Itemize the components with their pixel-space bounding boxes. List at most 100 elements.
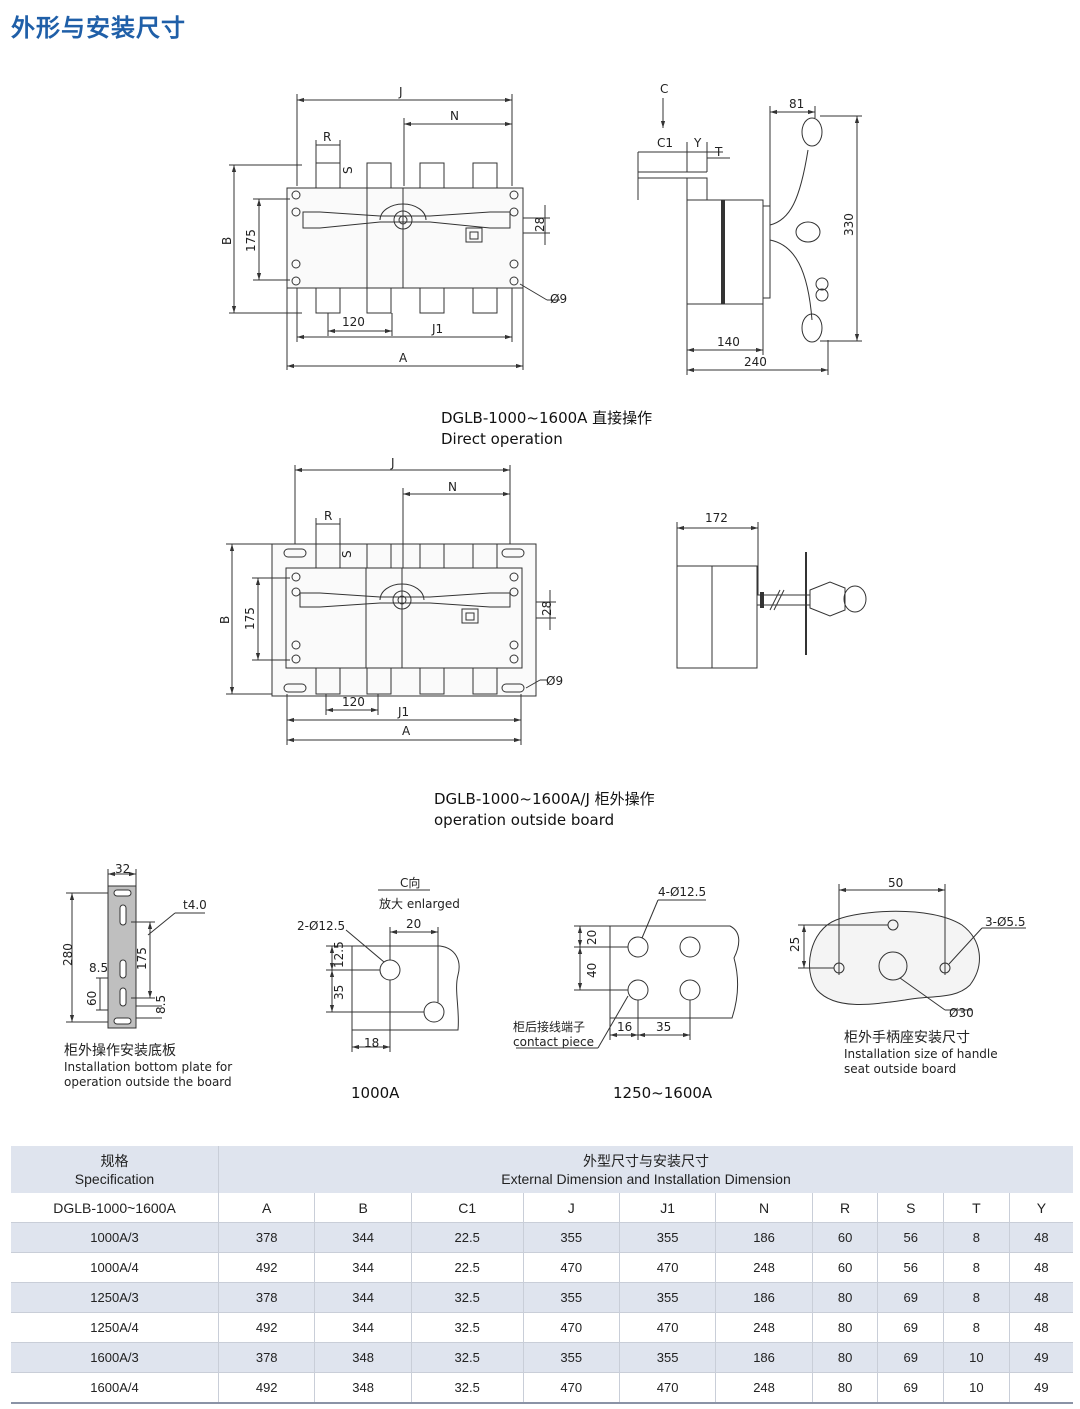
table-cell: 48	[1009, 1252, 1073, 1283]
column-header: A	[218, 1193, 316, 1223]
column-header: R	[812, 1193, 879, 1223]
dim-81: 81	[789, 97, 804, 111]
caption-handle-en1: Installation size of handle	[844, 1047, 998, 1061]
table-cell: 49	[1009, 1342, 1073, 1373]
dim-j1: J1	[431, 322, 443, 336]
dim-y: Y	[693, 136, 702, 150]
table-cell: 186	[715, 1222, 813, 1253]
dim-b: B	[220, 237, 234, 245]
table-cell: 355	[523, 1342, 620, 1373]
handle-seat	[798, 884, 1026, 1011]
row-spec: 1250A/4	[11, 1312, 219, 1343]
header-dim-cn: 外型尺寸与安装尺寸	[583, 1152, 709, 1169]
column-header: N	[715, 1193, 813, 1223]
table-cell: 355	[523, 1282, 620, 1313]
dim-s-2: S	[340, 550, 354, 558]
column-header: T	[943, 1193, 1010, 1223]
caption-handle-en2: seat outside board	[844, 1062, 957, 1076]
table-cell: 344	[314, 1252, 412, 1283]
dim-40: 40	[585, 963, 599, 978]
table-cell: 48	[1009, 1222, 1073, 1253]
table-cell: 49	[1009, 1372, 1073, 1404]
table-cell: 8	[943, 1252, 1010, 1283]
table-cell: 69	[877, 1282, 945, 1313]
table-cell: 60	[812, 1222, 879, 1253]
dim-t: T	[714, 145, 723, 159]
dim-330: 330	[842, 213, 856, 236]
dim-j: J	[398, 85, 403, 99]
table-cell: 80	[812, 1342, 879, 1373]
table-cell: 492	[218, 1252, 316, 1283]
contact-piece-cn: 柜后接线端子	[513, 1019, 585, 1034]
table-cell: 69	[877, 1342, 945, 1373]
table-cell: 248	[715, 1372, 813, 1404]
dim-25: 25	[788, 937, 802, 952]
dim-175-2: 175	[243, 607, 257, 630]
side-view-direct	[637, 98, 862, 375]
column-header: J	[523, 1193, 620, 1223]
dim-16: 16	[617, 1020, 632, 1034]
header-spec-cn: 规格	[100, 1152, 129, 1169]
dim-holes-3: 3-Ø5.5	[985, 915, 1026, 929]
table-cell: 470	[619, 1252, 717, 1283]
column-header: B	[314, 1193, 412, 1223]
caption-handle-cn: 柜外手柄座安装尺寸	[844, 1030, 970, 1046]
table-cell: 355	[523, 1222, 620, 1253]
dim-35-c: 35	[332, 985, 346, 1000]
dim-60: 60	[85, 991, 99, 1006]
table-cell: 470	[619, 1312, 717, 1343]
caption-outside-model: DGLB-1000~1600A/J 柜外操作	[434, 790, 655, 808]
table-cell: 470	[619, 1372, 717, 1404]
contact-piece-en: contact piece	[513, 1035, 594, 1049]
table-cell: 355	[619, 1342, 717, 1373]
caption-plate: 柜外操作安装底板 Installation bottom plate for o…	[64, 1043, 232, 1090]
dim-c: C	[660, 82, 668, 96]
row-spec: 1250A/3	[11, 1282, 219, 1313]
table-cell: 378	[218, 1222, 316, 1253]
dim-n: N	[450, 109, 459, 123]
table-cell: 355	[619, 1222, 717, 1253]
dimension-table: 规格 Specification 外型尺寸与安装尺寸 External Dime…	[11, 1146, 1073, 1404]
row-spec: 1600A/4	[11, 1372, 219, 1404]
table-cell: 344	[314, 1282, 412, 1313]
dim-s: S	[341, 166, 355, 174]
front-view-outside	[226, 465, 556, 745]
dim-t4: t4.0	[183, 898, 207, 912]
dim-holes-4: 4-Ø12.5	[658, 885, 706, 899]
table-cell: 344	[314, 1222, 412, 1253]
dim-8-5b: 8.5	[154, 995, 168, 1014]
dim-j1-2: J1	[397, 705, 409, 719]
table-cell: 8	[943, 1282, 1010, 1313]
table-cell: 22.5	[411, 1252, 524, 1283]
caption-1250a: 1250~1600A	[613, 1084, 713, 1102]
table-cell: 48	[1009, 1312, 1073, 1343]
table-cell: 80	[812, 1282, 879, 1313]
dim-172: 172	[705, 511, 728, 525]
dim-12-5: 12.5	[332, 941, 346, 968]
dim-b-2: B	[218, 616, 232, 624]
dim-120-2: 120	[342, 695, 365, 709]
dim-240: 240	[744, 355, 767, 369]
page-title: 外形与安装尺寸	[11, 14, 186, 42]
dim-28: 28	[533, 217, 547, 232]
dim-c1: C1	[657, 136, 673, 150]
table-cell: 355	[619, 1282, 717, 1313]
dim-50: 50	[888, 876, 903, 890]
column-header: S	[877, 1193, 945, 1223]
c-view-1250a	[516, 899, 740, 1049]
table-cell: 32.5	[411, 1312, 524, 1343]
dim-r-2: R	[324, 509, 332, 523]
caption-direct-en: Direct operation	[441, 430, 563, 448]
table-cell: 378	[218, 1342, 316, 1373]
dim-n-2: N	[448, 480, 457, 494]
dim-r: R	[323, 130, 331, 144]
dim-280: 280	[61, 943, 75, 966]
dim-20-c2: 20	[585, 930, 599, 945]
row-spec: 1000A/3	[11, 1222, 219, 1253]
table-cell: 378	[218, 1282, 316, 1313]
header-dim-en: External Dimension and Installation Dime…	[501, 1170, 791, 1187]
header-spec: 规格 Specification	[11, 1146, 219, 1193]
caption-direct: DGLB-1000~1600A 直接操作 Direct operation	[441, 408, 652, 450]
c-view-1000a	[326, 889, 460, 1052]
